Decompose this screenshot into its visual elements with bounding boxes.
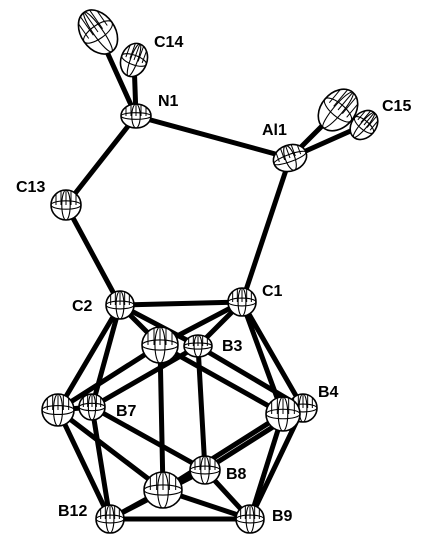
atom-n1	[120, 103, 152, 129]
bond-b5-b9	[247, 411, 286, 522]
atom-al1	[272, 143, 308, 173]
atom-layer	[41, 9, 379, 534]
atom-label-b4: B4	[318, 384, 339, 401]
bond-c2-b11	[55, 302, 123, 413]
atom-b12	[95, 504, 125, 534]
bond-layer	[55, 29, 367, 522]
atom-c2	[105, 290, 135, 320]
atom-label-c14: C14	[154, 34, 183, 51]
atom-label-b12: B12	[58, 503, 87, 520]
bond-b6-b11	[55, 342, 163, 413]
bond-n1-c13	[63, 113, 139, 208]
atom-label-b3: B3	[222, 338, 243, 355]
bond-b5-b6	[157, 342, 286, 417]
atom-label-b9: B9	[272, 508, 293, 525]
atom-b9	[235, 504, 265, 534]
atom-label-c1: C1	[262, 283, 283, 300]
bond-b6-b10	[157, 342, 166, 493]
atom-c15b	[349, 109, 379, 141]
atom-label-c2: C2	[72, 298, 93, 315]
bond-c1-b4	[239, 299, 306, 411]
atom-label-c13: C13	[16, 179, 45, 196]
atom-label-n1: N1	[158, 93, 179, 110]
atom-c14	[77, 9, 119, 55]
atom-b11	[41, 393, 75, 427]
atom-b6	[141, 326, 179, 364]
bond-b7-b12	[89, 404, 113, 522]
atom-label-b7: B7	[116, 403, 137, 420]
atom-b8	[189, 455, 221, 485]
bond-al1-c1	[239, 155, 293, 305]
atom-label-b8: B8	[226, 466, 247, 483]
atom-b5	[265, 396, 301, 432]
atom-b3	[183, 334, 213, 358]
bond-c2-b7	[89, 302, 123, 410]
bond-c1-b5	[239, 299, 286, 417]
bond-c13-c2	[63, 202, 123, 308]
atom-c1	[227, 287, 257, 317]
atom-b7	[78, 393, 106, 421]
bond-b7-b8	[89, 404, 208, 473]
bond-c1-c2	[117, 299, 245, 308]
bond-b5-b10	[160, 411, 286, 493]
atom-b10	[143, 471, 183, 509]
atom-c15	[317, 88, 359, 132]
atom-label-c15: C15	[382, 98, 411, 115]
atom-c14b	[119, 42, 149, 78]
atom-label-al1: Al1	[262, 122, 287, 139]
bond-n1-al1	[133, 113, 293, 161]
bond-b10-b11	[55, 407, 166, 493]
bond-b11-b12	[55, 407, 113, 522]
atom-c13	[50, 189, 82, 221]
